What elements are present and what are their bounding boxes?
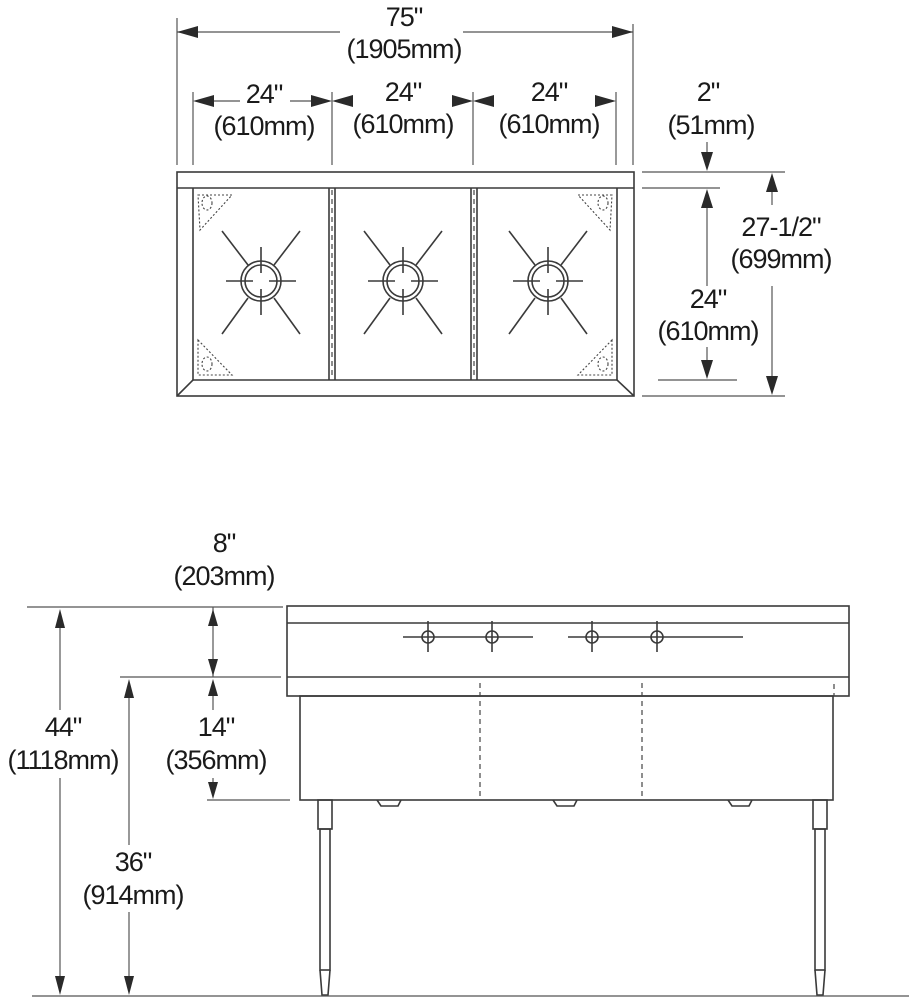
backsplash-height-inches: 8" bbox=[213, 528, 236, 558]
overall-width-dimension: 75" (1905mm) bbox=[176, 2, 634, 165]
corner-supports bbox=[197, 194, 613, 376]
rim-height-inches: 36" bbox=[115, 847, 152, 877]
leg-right bbox=[812, 799, 828, 996]
bowl-depth-mm: (610mm) bbox=[657, 316, 758, 346]
drain-2 bbox=[363, 230, 443, 335]
overall-width-mm: (1905mm) bbox=[346, 34, 461, 64]
compartment-2-mm: (610mm) bbox=[352, 109, 453, 139]
leg-left bbox=[317, 799, 333, 996]
compartment-3-inches: 24" bbox=[531, 77, 568, 107]
overall-depth-mm: (699mm) bbox=[730, 244, 831, 274]
bowl-depth-front-mm: (356mm) bbox=[165, 745, 266, 775]
bowl-depth-front-inches: 14" bbox=[198, 712, 235, 742]
compartment-1-inches: 24" bbox=[246, 79, 283, 109]
depth-dimensions: 2" (51mm) 24" (610mm) 27-1/2" (699mm) bbox=[642, 77, 833, 397]
drain-1 bbox=[221, 230, 301, 335]
overall-height-inches: 44" bbox=[45, 712, 82, 742]
overall-depth-inches: 27-1/2" bbox=[741, 212, 821, 242]
backsplash-mm: (51mm) bbox=[668, 110, 755, 140]
compartment-2-inches: 24" bbox=[385, 77, 422, 107]
overall-width-inches: 75" bbox=[386, 2, 423, 32]
compartment-1-mm: (610mm) bbox=[213, 111, 314, 141]
backsplash-front bbox=[286, 605, 850, 697]
backsplash-inches: 2" bbox=[697, 77, 720, 107]
rim-height-mm: (914mm) bbox=[82, 880, 183, 910]
compartment-3-mm: (610mm) bbox=[498, 109, 599, 139]
drain-3 bbox=[508, 230, 588, 335]
sink-top-outline bbox=[176, 171, 635, 397]
sink-bowls-front bbox=[299, 683, 835, 807]
overall-height-mm: (1118mm) bbox=[7, 745, 118, 775]
bowl-depth-inches: 24" bbox=[690, 284, 727, 314]
front-view: 8" (203mm) 14" (356mm) 44" (1118mm) 36" … bbox=[7, 528, 909, 997]
height-dimensions: 8" (203mm) 14" (356mm) 44" (1118mm) 36" … bbox=[7, 528, 290, 995]
backsplash-height-mm: (203mm) bbox=[173, 561, 274, 591]
compartment-width-dimensions: 24" (610mm) 24" (610mm) 24" (610mm) bbox=[192, 77, 617, 165]
top-view: 75" (1905mm) 24" (610mm) 24" (610mm) 24"… bbox=[176, 2, 833, 397]
